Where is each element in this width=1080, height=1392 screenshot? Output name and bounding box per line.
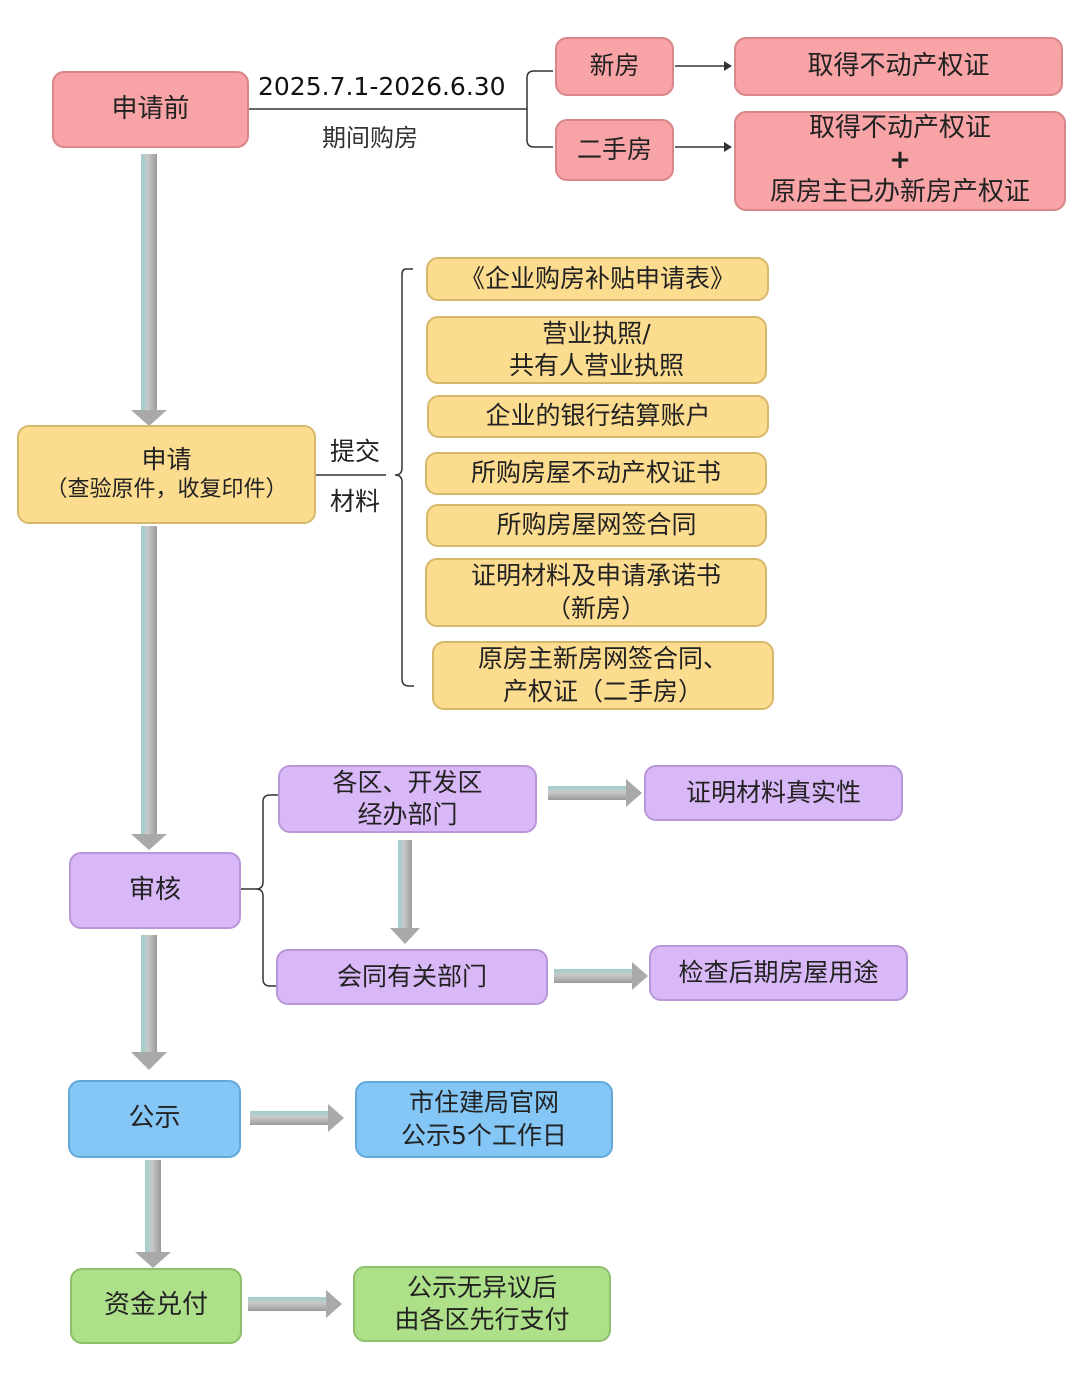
- flow-arrow-right: [548, 779, 642, 807]
- step-review: 审核: [69, 852, 241, 929]
- purchase-period-dates: 2025.7.1-2026.6.30: [258, 72, 506, 101]
- material-item: 所购房屋不动产权证书: [425, 452, 767, 495]
- review-dept-result: 证明材料真实性: [644, 765, 903, 821]
- house-type-second-label: 二手房: [576, 134, 652, 164]
- flow-arrow-down: [131, 526, 167, 850]
- new-house-result-label: 取得不动产权证: [807, 50, 990, 81]
- material-item-label: 产权证（二手房）: [502, 676, 703, 706]
- payment-detail-line1: 公示无异议后: [406, 1272, 557, 1302]
- step-apply-title: 申请: [141, 444, 192, 474]
- thin-arrow: [675, 61, 732, 152]
- review-joint-label: 会同有关部门: [336, 961, 487, 991]
- material-item-label: 企业的银行结算账户: [485, 401, 711, 431]
- review-joint: 会同有关部门: [276, 949, 548, 1005]
- review-joint-result: 检查后期房屋用途: [649, 945, 908, 1001]
- house-type-new-label: 新房: [589, 51, 640, 81]
- material-item: 原房主新房网签合同、 产权证（二手房）: [432, 641, 774, 710]
- material-item: 证明材料及申请承诺书 （新房）: [425, 558, 767, 627]
- material-item-label: 原房主新房网签合同、: [477, 644, 728, 673]
- payment-detail: 公示无异议后 由各区先行支付: [353, 1266, 611, 1342]
- second-house-result-line2: 原房主已办新房产权证: [769, 176, 1030, 207]
- step-apply-subtitle: （查验原件，收复印件）: [45, 477, 288, 503]
- publicize-detail-line1: 市住建局官网: [408, 1088, 559, 1117]
- step-publicize-label: 公示: [128, 1103, 181, 1134]
- flow-arrow-right: [250, 1104, 344, 1132]
- material-item-label: 证明材料及申请承诺书: [470, 561, 721, 590]
- flow-arrow-down: [135, 1160, 171, 1268]
- publicize-detail: 市住建局官网 公示5个工作日: [355, 1081, 613, 1158]
- step-apply: 申请 （查验原件，收复印件）: [17, 425, 316, 524]
- step-payment: 资金兑付: [70, 1268, 242, 1344]
- step-publicize: 公示: [68, 1080, 241, 1158]
- review-joint-result-label: 检查后期房屋用途: [678, 957, 879, 987]
- flow-arrow-down: [390, 840, 420, 944]
- review-dept: 各区、开发区 经办部门: [278, 765, 537, 833]
- step-before-apply-label: 申请前: [111, 93, 190, 124]
- material-item-label: 所购房屋网签合同: [496, 510, 697, 540]
- new-house-result: 取得不动产权证: [734, 37, 1063, 96]
- material-item: 所购房屋网签合同: [426, 504, 767, 547]
- submit-label-line2: 材料: [330, 487, 381, 516]
- flow-arrow-right: [554, 962, 648, 990]
- house-type-second: 二手房: [555, 119, 674, 181]
- purchase-period-note: 期间购房: [322, 124, 418, 152]
- material-item-label: 共有人营业执照: [508, 351, 684, 380]
- step-review-label: 审核: [128, 874, 181, 905]
- material-item-label: （新房）: [545, 593, 646, 623]
- step-before-apply: 申请前: [52, 71, 249, 148]
- material-item-label: 所购房屋不动产权证书: [470, 458, 721, 488]
- step-payment-label: 资金兑付: [103, 1290, 208, 1321]
- plus-sign: +: [889, 145, 911, 176]
- flow-arrow-right: [248, 1290, 342, 1318]
- material-item: 《企业购房补贴申请表》: [426, 257, 769, 301]
- flow-arrow-down: [131, 935, 167, 1070]
- flow-arrow-down: [131, 154, 167, 426]
- review-dept-line1: 各区、开发区: [332, 767, 483, 797]
- review-dept-result-label: 证明材料真实性: [685, 777, 861, 807]
- material-item: 企业的银行结算账户: [427, 395, 769, 438]
- material-item-label: 《企业购房补贴申请表》: [459, 263, 735, 293]
- material-item-label: 营业执照/: [542, 318, 651, 348]
- second-house-result-line1: 取得不动产权证: [808, 113, 991, 144]
- second-house-result: 取得不动产权证 + 原房主已办新房产权证: [734, 111, 1066, 211]
- submit-label-line1: 提交: [330, 437, 381, 466]
- review-bracket: [241, 794, 278, 987]
- payment-detail-line2: 由各区先行支付: [394, 1305, 570, 1334]
- materials-bracket: [316, 268, 414, 687]
- publicize-detail-line2: 公示5个工作日: [401, 1120, 567, 1150]
- review-dept-line2: 经办部门: [357, 800, 458, 829]
- house-type-new: 新房: [555, 37, 674, 96]
- material-item: 营业执照/ 共有人营业执照: [426, 316, 767, 384]
